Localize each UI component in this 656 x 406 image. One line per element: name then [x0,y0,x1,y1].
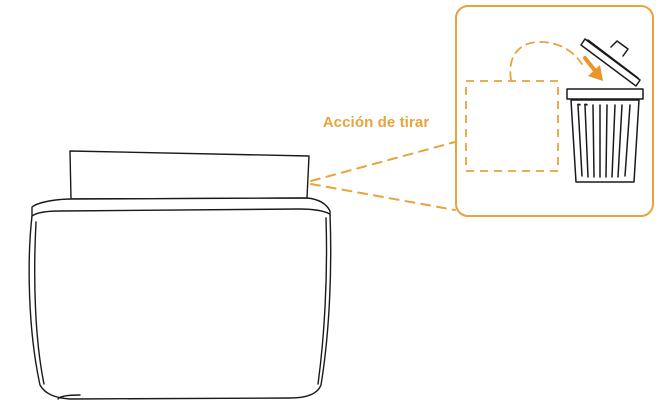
trash-slat [611,104,616,178]
tissue-box-illustration [28,150,332,400]
box-body [28,208,332,400]
trash-rim [566,88,644,100]
trajectory-arc [509,41,583,81]
callout-line-bottom [310,183,456,211]
trash-can-icon [566,38,644,183]
box-bottom-fold [57,394,81,400]
trash-slat [624,104,631,177]
throw-arrow-icon [583,56,603,81]
trash-slat [584,104,589,178]
callout-line-top [310,141,456,182]
tissue-sheet [69,150,310,200]
box-right-fold [317,217,328,385]
box-left-fold [34,221,45,385]
action-label: Acción de tirar [322,114,430,131]
trash-slat [605,104,608,178]
trash-slat [577,104,583,177]
trash-slat [617,104,623,178]
trash-lid [580,38,641,87]
object-outline-dashed [465,80,559,172]
callout-lines [310,141,456,211]
trash-slat [592,104,595,178]
